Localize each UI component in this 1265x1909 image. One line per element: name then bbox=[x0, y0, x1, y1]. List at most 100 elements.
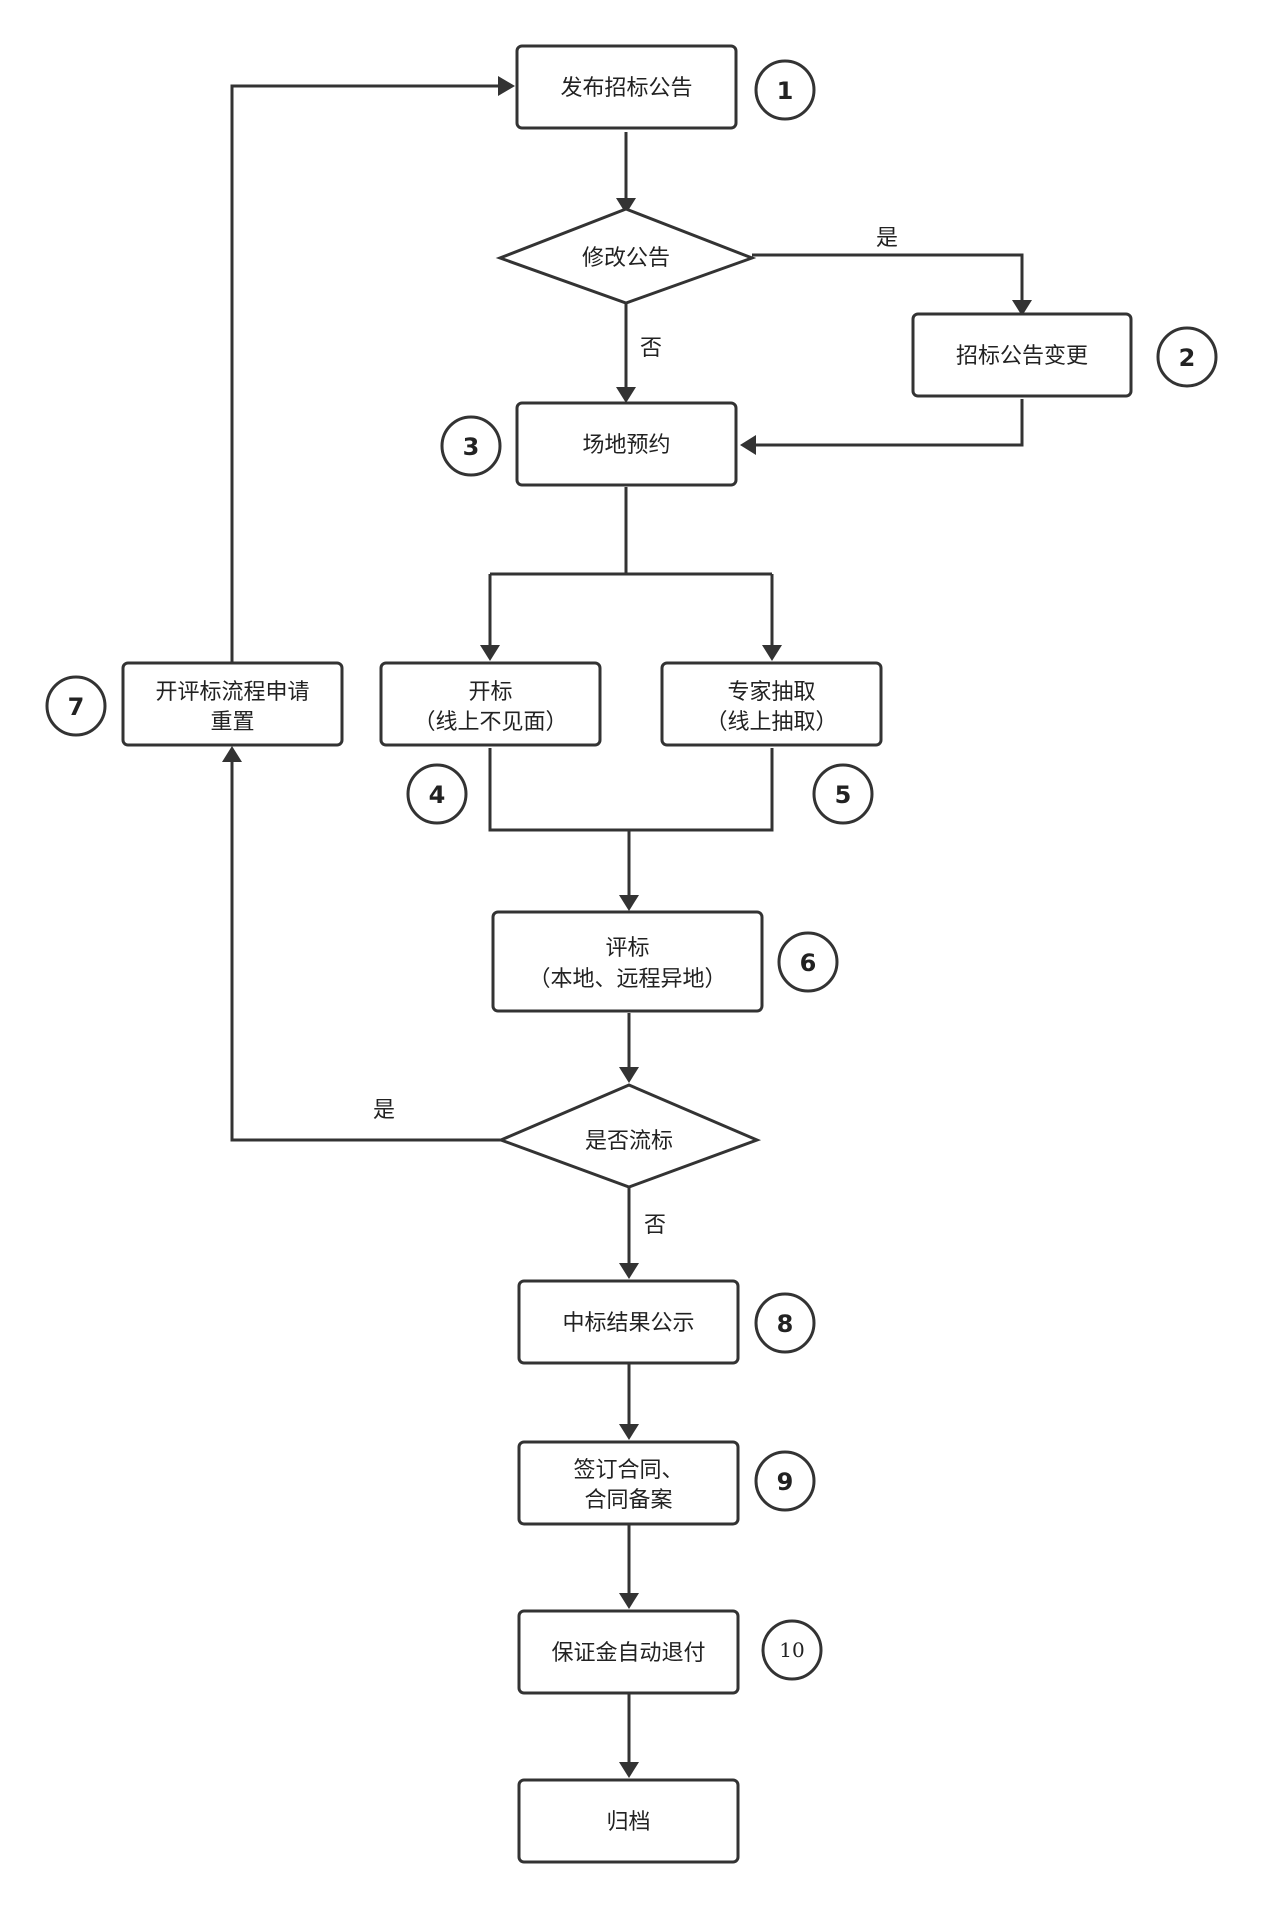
node-label-line-2: （本地、远程异地） bbox=[528, 967, 726, 992]
node-result: 中标结果公示 bbox=[517, 1279, 740, 1365]
node-label-line-1: 开标 bbox=[468, 680, 512, 705]
arrowhead bbox=[616, 387, 636, 403]
edge-venue-to-split bbox=[488, 487, 774, 646]
node-box bbox=[517, 1440, 740, 1526]
node-label-line-2: 合同备案 bbox=[584, 1488, 672, 1513]
badge-number: 6 bbox=[800, 949, 817, 977]
badge-number: 4 bbox=[429, 781, 446, 809]
node-label: 归档 bbox=[606, 1810, 650, 1835]
node-box bbox=[517, 1279, 740, 1365]
node-box bbox=[515, 401, 738, 487]
badge-circle bbox=[754, 1450, 816, 1512]
badge-number: 3 bbox=[463, 433, 480, 461]
node-box bbox=[660, 661, 883, 747]
node-box bbox=[515, 44, 738, 130]
node-contract: 签订合同、 合同备案 bbox=[517, 1440, 740, 1526]
node-venue: 场地预约 bbox=[515, 401, 738, 487]
step-badge-10: 10 bbox=[761, 1619, 823, 1681]
step-badge-8: 8 bbox=[754, 1292, 816, 1354]
arrowhead bbox=[619, 1593, 639, 1609]
edge-change-to-venue bbox=[756, 399, 1024, 447]
edge-label-failed-no: 否 bbox=[644, 1213, 666, 1238]
arrowhead bbox=[480, 645, 500, 661]
node-label: 场地预约 bbox=[582, 433, 670, 458]
badge-circle bbox=[761, 1619, 823, 1681]
node-label-line-1: 评标 bbox=[605, 936, 649, 961]
badge-number: 8 bbox=[777, 1310, 794, 1338]
step-badge-7: 7 bbox=[45, 675, 107, 737]
node-failed-decision: 是否流标 bbox=[496, 1083, 762, 1189]
node-label-line-2: （线上抽取） bbox=[705, 710, 837, 735]
badge-circle bbox=[777, 931, 839, 993]
node-box bbox=[379, 661, 602, 747]
step-badge-5: 5 bbox=[812, 763, 874, 825]
badge-number: 7 bbox=[68, 693, 85, 721]
arrowhead bbox=[619, 1067, 639, 1083]
badge-number: 10 bbox=[779, 1638, 804, 1662]
node-label-line-1: 专家抽取 bbox=[727, 680, 815, 705]
edge-labels: 是 否 是 否 bbox=[373, 226, 898, 1238]
edge-reset-to-publish bbox=[230, 84, 498, 664]
connectors bbox=[222, 76, 1032, 1778]
badge-circle bbox=[406, 763, 468, 825]
node-label: 是否流标 bbox=[585, 1129, 673, 1154]
node-expert-draw: 专家抽取 （线上抽取） bbox=[660, 661, 883, 747]
node-box bbox=[491, 910, 764, 1013]
node-publish: 发布招标公告 bbox=[515, 44, 738, 130]
decision-diamond bbox=[496, 1083, 762, 1189]
arrowhead bbox=[619, 1762, 639, 1778]
node-label: 招标公告变更 bbox=[956, 344, 1088, 369]
edge-label-modify-yes: 是 bbox=[876, 226, 898, 251]
arrowhead bbox=[616, 198, 636, 214]
badge-number: 5 bbox=[835, 781, 852, 809]
badge-circle bbox=[754, 1292, 816, 1354]
node-modify-decision: 修改公告 bbox=[495, 207, 757, 305]
arrowhead bbox=[762, 645, 782, 661]
node-box bbox=[517, 1778, 740, 1864]
edge-merge-to-evaluate bbox=[488, 748, 774, 896]
step-badge-2: 2 bbox=[1156, 326, 1218, 388]
badge-circle bbox=[754, 59, 816, 121]
arrowhead bbox=[1012, 300, 1032, 316]
node-label-line-2: 重置 bbox=[210, 710, 254, 735]
arrowhead bbox=[619, 1263, 639, 1279]
badge-circle bbox=[45, 675, 107, 737]
edge-failed-yes-to-reset bbox=[230, 761, 502, 1142]
step-badge-9: 9 bbox=[754, 1450, 816, 1512]
node-label: 修改公告 bbox=[582, 246, 670, 271]
node-box bbox=[911, 312, 1133, 398]
node-change: 招标公告变更 bbox=[911, 312, 1133, 398]
badge-number: 2 bbox=[1179, 344, 1196, 372]
badge-circle bbox=[1156, 326, 1218, 388]
node-refund: 保证金自动退付 bbox=[517, 1609, 740, 1695]
arrowhead bbox=[498, 76, 515, 96]
badge-number: 1 bbox=[777, 77, 794, 105]
node-label: 发布招标公告 bbox=[560, 76, 692, 101]
decision-diamond bbox=[495, 207, 757, 305]
badge-circle bbox=[440, 415, 502, 477]
node-evaluate: 评标 （本地、远程异地） bbox=[491, 910, 764, 1013]
node-box bbox=[121, 661, 344, 747]
step-badge-1: 1 bbox=[754, 59, 816, 121]
node-reset: 开评标流程申请 重置 bbox=[121, 661, 344, 747]
step-badge-6: 6 bbox=[777, 931, 839, 993]
node-box bbox=[517, 1609, 740, 1695]
arrowhead bbox=[619, 1424, 639, 1440]
node-open-bid: 开标 （线上不见面） bbox=[379, 661, 602, 747]
badge-number: 9 bbox=[777, 1468, 794, 1496]
node-label: 中标结果公示 bbox=[562, 1311, 694, 1336]
node-archive: 归档 bbox=[517, 1778, 740, 1864]
arrowhead bbox=[222, 746, 242, 762]
step-badge-4: 4 bbox=[406, 763, 468, 825]
node-label-line-2: （线上不见面） bbox=[413, 710, 567, 735]
badge-circle bbox=[812, 763, 874, 825]
arrowhead bbox=[740, 435, 756, 455]
node-label: 保证金自动退付 bbox=[551, 1641, 705, 1666]
step-badge-3: 3 bbox=[440, 415, 502, 477]
edge-modify-yes-to-change bbox=[752, 253, 1024, 302]
arrowhead bbox=[619, 895, 639, 911]
node-label-line-1: 开评标流程申请 bbox=[155, 680, 309, 705]
edge-label-modify-no: 否 bbox=[640, 336, 662, 361]
